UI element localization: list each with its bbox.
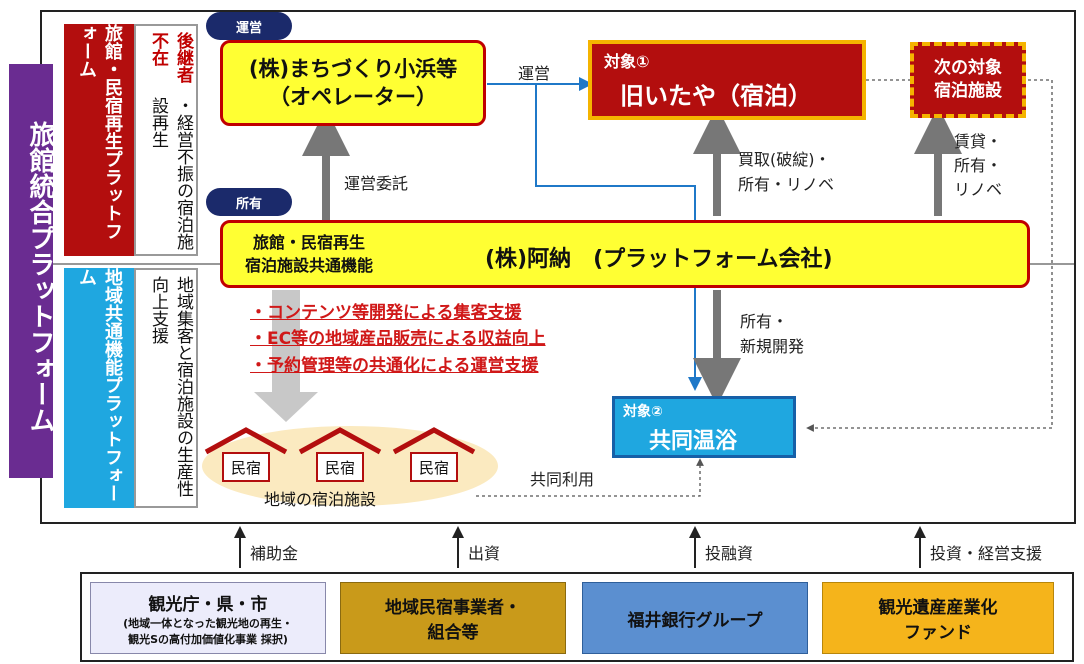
next-target-line1: 次の対象 [934, 58, 1002, 79]
next-target-box: 次の対象 宿泊施設 [910, 42, 1026, 118]
funder-government-name: 観光庁・県・市 [148, 594, 268, 615]
operator-tag: 運営 [206, 12, 292, 40]
operator-line2: （オペレーター） [269, 85, 437, 109]
owner-left2: 宿泊施設共通機能 [245, 256, 374, 276]
owner-left: 旅館・民宿再生 宿泊施設共通機能 [245, 231, 373, 277]
funder-fund: 観光遺産産業化 ファンド [822, 582, 1054, 654]
funder-local-name2: 組合等 [427, 623, 479, 643]
platform-top-desc: 後継者不在・経営不振の宿泊施設再生 [134, 24, 198, 256]
funder-fund-name1: 観光遺産産業化 [878, 598, 998, 618]
funding-label: 投資・経営支援 [930, 544, 1043, 563]
title-strip: 旅館統合プラットフォーム [9, 64, 55, 478]
label-shoyu-2: 新規開発 [740, 336, 805, 356]
label-kaitori-2: 所有・リノベ [738, 174, 835, 194]
label-kaitori-1: 買取(破綻)・ [738, 150, 831, 169]
label-chintai: 賃貸・ 所有・ リノベ [954, 130, 1002, 202]
funding-label: 出資 [468, 544, 501, 563]
support-item: ・コンテンツ等開発による集客支援 [250, 303, 522, 323]
owner-tag: 所有 [206, 188, 292, 216]
house-label: 民宿 [222, 452, 270, 482]
support-list: ・コンテンツ等開発による集客支援 ・EC等の地域産品販売による収益向上 ・予約管… [250, 300, 546, 379]
funder-bank-name: 福井銀行グループ [627, 610, 763, 631]
support-item: ・EC等の地域産品販売による収益向上 [250, 329, 546, 350]
target1-name: 旧いたや（宿泊） [620, 82, 812, 110]
label-unei-itaku: 運営委託 [344, 174, 409, 193]
target1-caption: 対象① [604, 52, 650, 71]
funder-local-name1: 地域民宿事業者・ [385, 598, 521, 618]
funder-fund-name2: ファンド [904, 623, 972, 643]
label-chintai-3: リノベ [954, 180, 1003, 199]
desc-highlight: 後継者不在 [148, 32, 193, 83]
funder-government-sub1: (地域一体となった観光地の再生・ [123, 616, 293, 630]
desc-rest: ・経営不振の宿泊施設再生 [148, 97, 193, 251]
funder-government-sub2: 観光Sの高付加価値化事業 採択) [128, 632, 288, 646]
support-item: ・予約管理等の共通化による運営支援 [250, 355, 539, 376]
platform-bottom-desc: 地域集客と宿泊施設の生産性向上支援 [134, 268, 198, 508]
target2-name: 共同温浴 [649, 429, 738, 454]
label-unei: 運営 [518, 64, 551, 83]
dotted-link-shared-use [476, 458, 704, 497]
label-shoyu: 所有・ 新規開発 [740, 310, 804, 360]
label-kaitori: 買取(破綻)・ 所有・リノベ [738, 148, 834, 198]
funding-label: 補助金 [250, 544, 299, 563]
target1-box: 対象① 旧いたや（宿泊） [588, 40, 866, 120]
funding-label: 投融資 [705, 544, 754, 563]
platform-bottom-label: 地域共通機能プラットフォーム [64, 268, 134, 508]
label-chintai-1: 賃貸・ [954, 132, 1003, 151]
funders-frame [80, 572, 1074, 662]
label-shoyu-1: 所有・ [740, 312, 789, 331]
owner-left1: 旅館・民宿再生 [253, 233, 366, 252]
funder-bank: 福井銀行グループ [582, 582, 808, 654]
label-kyodo-riyo: 共同利用 [530, 470, 595, 489]
operator-box: (株)まちづくり小浜等 （オペレーター） [220, 40, 486, 126]
funder-government: 観光庁・県・市 (地域一体となった観光地の再生・ 観光Sの高付加価値化事業 採択… [90, 582, 326, 654]
funder-local-operators: 地域民宿事業者・ 組合等 [340, 582, 566, 654]
owner-box: 旅館・民宿再生 宿泊施設共通機能 (株)阿納 (プラットフォーム会社) [220, 220, 1030, 288]
platform-top-label: 旅館・民宿再生プラットフォーム [64, 24, 134, 256]
house-roofs [204, 427, 476, 455]
house-label: 民宿 [316, 452, 364, 482]
arrow-support [254, 290, 318, 422]
label-chintai-2: 所有・ [954, 156, 1003, 175]
next-target-line2: 宿泊施設 [934, 81, 1002, 101]
houses-caption: 地域の宿泊施設 [264, 490, 377, 509]
operator-line1: (株)まちづくり小浜等 [248, 56, 458, 81]
house-label: 民宿 [410, 452, 458, 482]
target2-caption: 対象② [623, 404, 663, 420]
target2-box: 対象② 共同温浴 [612, 396, 796, 458]
owner-main: (株)阿納 (プラットフォーム会社) [485, 247, 833, 272]
